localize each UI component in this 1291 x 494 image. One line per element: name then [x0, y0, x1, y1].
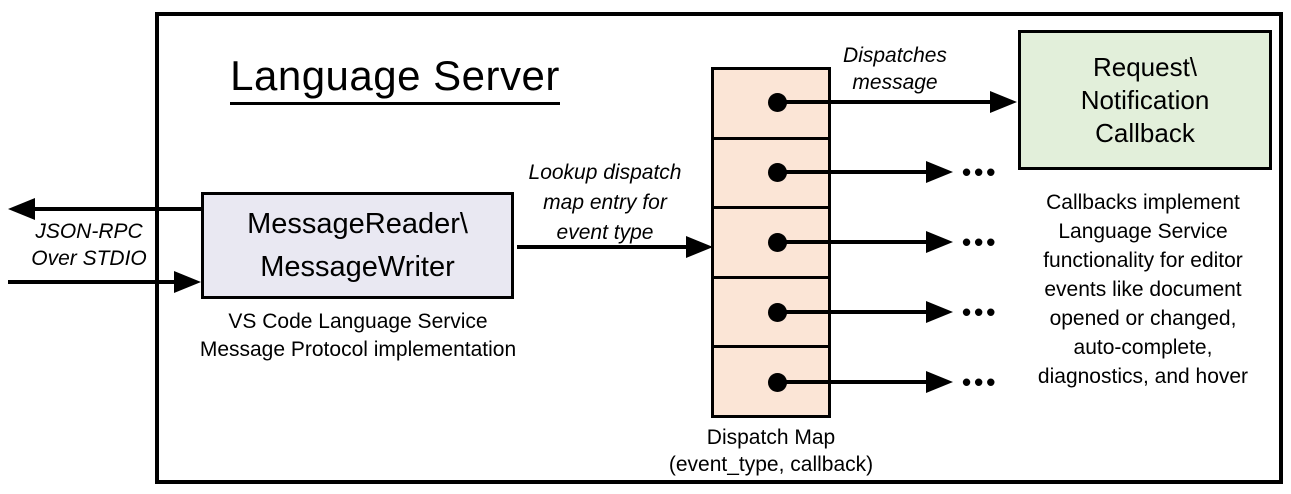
arrowhead-right-icon [686, 236, 713, 258]
callback-caption-line: functionality for editor [1043, 249, 1243, 272]
dispatch-arrow-2 [777, 170, 929, 174]
request-notification-callback-box: Request\ Notification Callback [1018, 30, 1272, 170]
arrowhead-right-icon [174, 271, 201, 293]
dispatch-arrow-4 [777, 310, 929, 314]
callback-box-line3: Callback [1095, 117, 1195, 148]
arrowhead-right-icon [926, 231, 953, 253]
diagram-title-text: Language Server [230, 52, 560, 105]
arrowhead-right-icon [926, 301, 953, 323]
callback-box-line2: Notification [1080, 84, 1210, 115]
json-rpc-label-line2: Over STDIO [31, 247, 147, 270]
dispatch-map-cell [714, 70, 828, 140]
reader-caption: VS Code Language Service Message Protoco… [160, 308, 556, 364]
dispatch-map-caption-line1: Dispatch Map [706, 426, 836, 449]
arrowhead-right-icon [926, 161, 953, 183]
callback-caption-line: events like document [1044, 278, 1242, 301]
reader-caption-line2: Message Protocol implementation [199, 338, 517, 361]
dispatches-message-label: Dispatches message [828, 42, 962, 96]
callback-caption-line: diagnostics, and hover [1037, 365, 1249, 388]
dispatch-map-caption: Dispatch Map (event_type, callback) [660, 424, 882, 478]
dispatch-arrow-1 [777, 100, 993, 104]
diagram-title: Language Server [200, 52, 590, 105]
arrowhead-right-icon [926, 371, 953, 393]
more-callbacks-ellipsis: ••• [962, 297, 999, 327]
json-rpc-in-arrow [8, 280, 178, 284]
dispatches-message-line1: Dispatches [843, 44, 947, 67]
lookup-label: Lookup dispatch map entry for event type [514, 158, 696, 248]
json-rpc-out-arrow [30, 207, 201, 211]
dispatches-message-line2: message [852, 71, 938, 94]
language-server-container [155, 12, 1283, 484]
json-rpc-label: JSON-RPC Over STDIO [18, 218, 160, 272]
more-callbacks-ellipsis: ••• [962, 227, 999, 257]
arrowhead-right-icon [990, 91, 1017, 113]
lookup-arrow [517, 245, 689, 249]
dispatch-map-cell [714, 279, 828, 349]
lookup-label-line2: map entry for [543, 191, 667, 214]
dispatch-map-cell [714, 209, 828, 279]
message-reader-writer-box: MessageReader\ MessageWriter [201, 192, 514, 299]
callback-caption: Callbacks implement Language Service fun… [1006, 188, 1280, 391]
arrowhead-left-icon [8, 198, 35, 220]
dispatch-map-cell [714, 140, 828, 210]
dispatch-arrow-3 [777, 240, 929, 244]
reader-caption-line1: VS Code Language Service [228, 310, 488, 333]
callback-caption-line: opened or changed, [1049, 307, 1237, 330]
dispatch-map-caption-line2: (event_type, callback) [668, 453, 874, 476]
more-callbacks-ellipsis: ••• [962, 157, 999, 187]
more-callbacks-ellipsis: ••• [962, 367, 999, 397]
json-rpc-label-line1: JSON-RPC [35, 220, 143, 243]
reader-box-line1: MessageReader\ [247, 207, 468, 240]
lookup-label-line3: event type [556, 221, 654, 244]
dispatch-arrow-5 [777, 380, 929, 384]
callback-box-line1: Request\ [1092, 51, 1198, 82]
reader-box-line2: MessageWriter [260, 250, 455, 283]
callback-caption-line: Language Service [1058, 220, 1228, 243]
callback-caption-line: Callbacks implement [1046, 191, 1240, 214]
callback-caption-line: auto-complete, [1073, 336, 1213, 359]
lookup-label-line1: Lookup dispatch [528, 161, 682, 184]
